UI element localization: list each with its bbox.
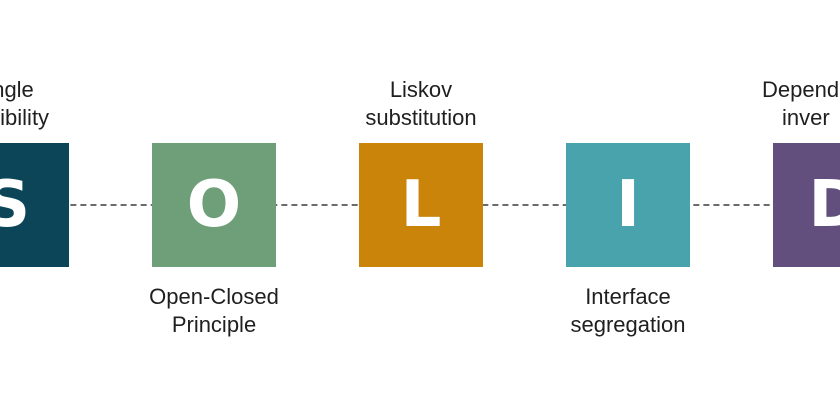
label-line: segregation bbox=[570, 312, 686, 337]
label-open-closed: Open-Closed Principle bbox=[94, 283, 334, 339]
tile-open-closed: O bbox=[152, 143, 276, 267]
label-line: Open-Closed bbox=[149, 284, 279, 309]
tile-letter-i: I bbox=[616, 168, 640, 242]
label-line: inver bbox=[782, 105, 830, 130]
label-line: Depend bbox=[762, 77, 840, 102]
label-line: Liskov bbox=[389, 77, 453, 102]
tile-interface-segregation: I bbox=[566, 143, 690, 267]
tile-letter-o: O bbox=[186, 168, 242, 242]
tile-liskov-substitution: L bbox=[359, 143, 483, 267]
tile-dependency-inversion: D bbox=[773, 143, 840, 267]
tile-letter-d: D bbox=[808, 168, 840, 242]
tile-letter-l: L bbox=[400, 168, 442, 242]
label-single-responsibility: ngle nsibility bbox=[0, 76, 93, 132]
label-interface-segregation: Interface segregation bbox=[508, 283, 748, 339]
tile-single-responsibility: S bbox=[0, 143, 69, 267]
label-liskov-substitution: Liskov substitution bbox=[301, 76, 541, 132]
label-line: Interface bbox=[585, 284, 671, 309]
label-line: ngle bbox=[0, 77, 34, 102]
tile-letter-s: S bbox=[0, 168, 31, 242]
label-dependency-inversion: Depend inver bbox=[762, 76, 840, 132]
label-line: substitution bbox=[365, 105, 477, 130]
label-line: Principle bbox=[171, 312, 257, 337]
label-line: nsibility bbox=[0, 105, 50, 130]
